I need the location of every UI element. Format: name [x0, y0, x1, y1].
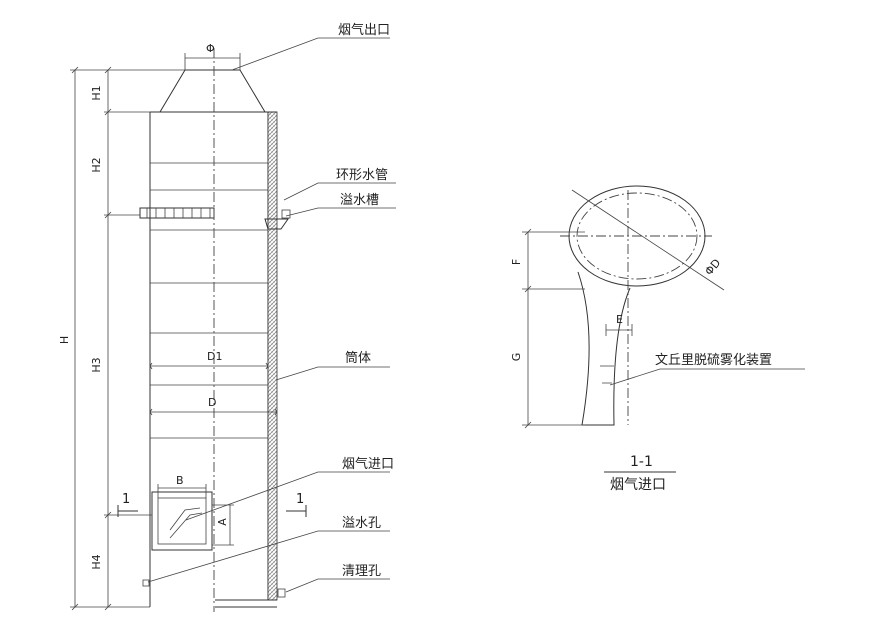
d-label: D — [208, 396, 216, 409]
phi-label: Φ — [206, 42, 215, 55]
outlet-cone — [159, 69, 266, 113]
section-1-1: ΦD E F G 文丘里脱硫雾化装置 1-1 烟气进口 — [510, 185, 805, 493]
label-flue-inlet: 烟气进口 — [342, 456, 394, 472]
label-shell: 筒体 — [345, 350, 371, 366]
tower-elevation — [139, 48, 291, 612]
shell-lining-hatch — [267, 111, 278, 601]
inlet-dimensions: B A — [157, 474, 234, 546]
h2-label: H2 — [90, 157, 103, 172]
b-label: B — [176, 474, 184, 487]
tower-leaders: 烟气出口 环形水管 溢水槽 筒体 烟气进口 溢水孔 清理孔 — [147, 22, 396, 593]
e-label: E — [616, 313, 623, 326]
cleanout-hole — [277, 588, 286, 598]
label-overflow-tank: 溢水槽 — [340, 193, 379, 208]
diameter-dimensions: D1 D — [149, 350, 278, 416]
a-label: A — [216, 518, 229, 526]
label-venturi: 文丘里脱硫雾化装置 — [655, 353, 772, 368]
f-label: F — [510, 259, 523, 265]
label-ring-pipe: 环形水管 — [336, 168, 388, 183]
section-ring-inner — [576, 192, 698, 280]
section-mark-right: 1 — [296, 492, 304, 507]
ring-water-pipe — [139, 207, 215, 219]
section-markers: 1 1 — [117, 492, 307, 517]
d1-label: D1 — [207, 350, 222, 363]
section-subtitle: 烟气进口 — [610, 477, 666, 493]
label-cleanout-hole: 清理孔 — [342, 564, 381, 579]
h3-label: H3 — [90, 357, 103, 372]
g-label: G — [510, 353, 523, 362]
h4-label: H4 — [90, 554, 103, 569]
h-label: H — [58, 336, 71, 344]
section-title: 1-1 — [630, 454, 653, 470]
phi-dimension: Φ — [184, 42, 241, 70]
h1-label: H1 — [90, 85, 103, 100]
section-mark-left: 1 — [122, 492, 130, 507]
label-flue-outlet: 烟气出口 — [338, 22, 390, 38]
phi-d-label: ΦD — [702, 256, 723, 277]
overflow-hole — [142, 579, 150, 587]
label-overflow-hole: 溢水孔 — [342, 516, 381, 531]
flue-inlet-box — [151, 491, 213, 551]
venturi-body — [577, 271, 631, 426]
height-dimensions: H1 H2 H3 H4 H — [58, 66, 185, 611]
overflow-tank — [264, 218, 289, 230]
